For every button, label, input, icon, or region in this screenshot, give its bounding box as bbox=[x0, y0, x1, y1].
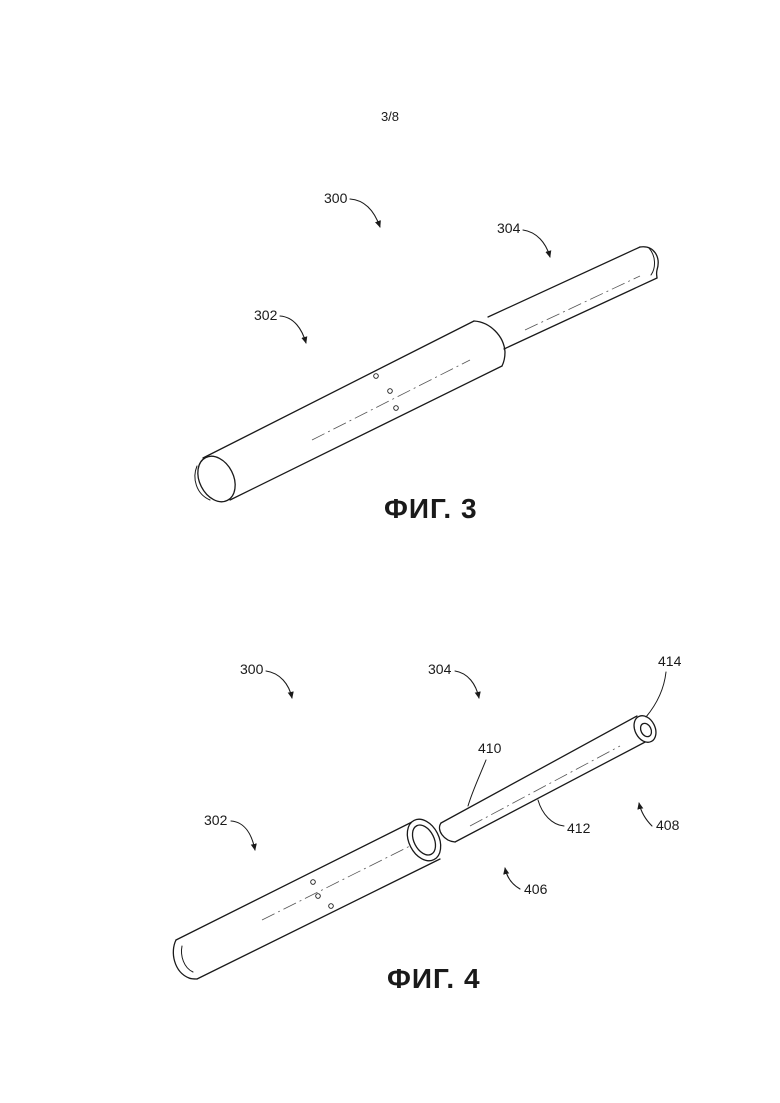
figure-3-caption: ФИГ. 3 bbox=[384, 493, 478, 524]
ref-302: 302 bbox=[204, 812, 228, 828]
air-hole bbox=[316, 894, 321, 899]
air-hole bbox=[311, 880, 316, 885]
element-304-drawing bbox=[488, 247, 658, 349]
ref-408: 408 bbox=[656, 817, 680, 833]
air-hole bbox=[374, 374, 379, 379]
air-hole bbox=[394, 406, 399, 411]
ref-304: 304 bbox=[428, 661, 452, 677]
ref-302: 302 bbox=[254, 307, 278, 323]
figure-4-caption: ФИГ. 4 bbox=[387, 963, 481, 994]
air-hole bbox=[329, 904, 334, 909]
leader-arrow-304 bbox=[523, 230, 550, 257]
leader-arrow-300 bbox=[266, 671, 292, 698]
ref-412: 412 bbox=[567, 820, 591, 836]
figure-3: 300 304 302 ФИГ. 3 bbox=[190, 190, 658, 524]
leader-line-410 bbox=[468, 760, 486, 806]
leader-arrow-302 bbox=[231, 821, 255, 850]
air-hole bbox=[388, 389, 393, 394]
leader-arrow-302 bbox=[280, 316, 306, 343]
ref-406: 406 bbox=[524, 881, 548, 897]
leader-line-414 bbox=[646, 672, 666, 717]
leader-arrow-300 bbox=[350, 199, 380, 227]
page-number: 3/8 bbox=[381, 109, 399, 124]
leader-arrow-408 bbox=[639, 803, 652, 826]
body-302-drawing bbox=[190, 321, 505, 508]
ref-300: 300 bbox=[240, 661, 264, 677]
ref-304: 304 bbox=[497, 220, 521, 236]
body-302-drawing bbox=[173, 814, 447, 979]
ref-300: 300 bbox=[324, 190, 348, 206]
ref-414: 414 bbox=[658, 653, 682, 669]
leader-line-412 bbox=[538, 800, 564, 826]
element-304-drawing bbox=[439, 712, 660, 842]
leader-arrow-406 bbox=[505, 868, 520, 889]
ref-410: 410 bbox=[478, 740, 502, 756]
leader-arrow-304 bbox=[455, 671, 479, 698]
figure-4: 300 304 414 410 412 408 302 406 ФИГ. 4 bbox=[173, 653, 681, 994]
